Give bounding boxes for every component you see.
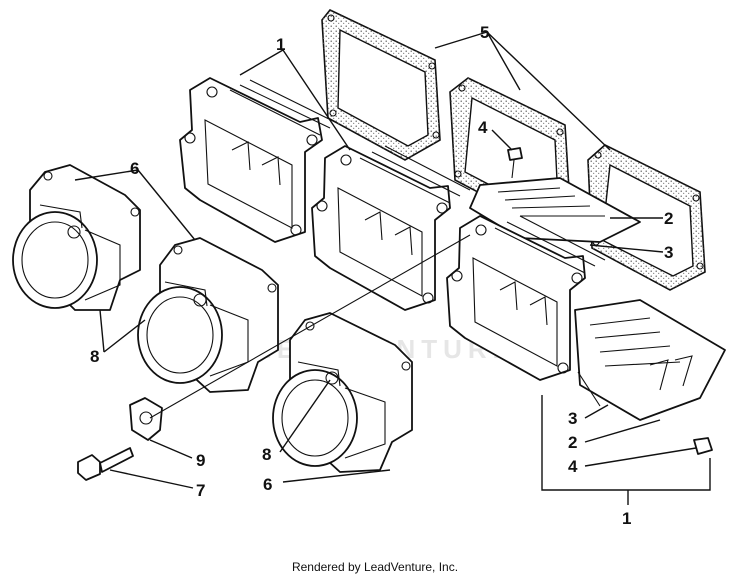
footer-credit: Rendered by LeadVenture, Inc. (292, 560, 458, 574)
screw-upper (507, 147, 523, 179)
callout-8-left: 8 (90, 347, 99, 366)
intake-boot-3 (272, 312, 413, 473)
callout-5: 5 (480, 23, 489, 42)
callout-2-bottom: 2 (568, 433, 577, 452)
screw-lower (693, 437, 713, 455)
callout-6-bottom: 6 (263, 475, 272, 494)
callout-4-bottom: 4 (568, 457, 578, 476)
callout-4-top: 4 (478, 118, 488, 137)
intake-boot-1 (12, 164, 141, 311)
mounting-bolt (77, 447, 134, 481)
callout-1-top: 1 (276, 35, 285, 54)
clamp-bracket (129, 397, 163, 441)
reed-cage-3 (446, 215, 606, 381)
reed-petal-lower (574, 299, 726, 421)
intake-boot-2 (137, 237, 279, 393)
callout-6-top: 6 (130, 159, 139, 178)
callout-1-bottom: 1 (622, 509, 631, 528)
callout-2-right: 2 (664, 209, 673, 228)
explode-axis-line (149, 234, 471, 419)
callout-9: 9 (196, 451, 205, 470)
callout-3-bottom: 3 (568, 409, 577, 428)
callout-7: 7 (196, 481, 205, 500)
reed-petal-upper (469, 177, 641, 243)
reed-cage-1 (179, 77, 336, 243)
leader-lines (74, 31, 711, 505)
reed-cage-2 (311, 145, 471, 311)
callout-8-mid: 8 (262, 445, 271, 464)
callout-3-right: 3 (664, 243, 673, 262)
gasket-1 (321, 9, 441, 161)
callout-labels: 1 5 4 6 2 3 8 8 9 7 6 3 2 4 1 (90, 23, 673, 528)
